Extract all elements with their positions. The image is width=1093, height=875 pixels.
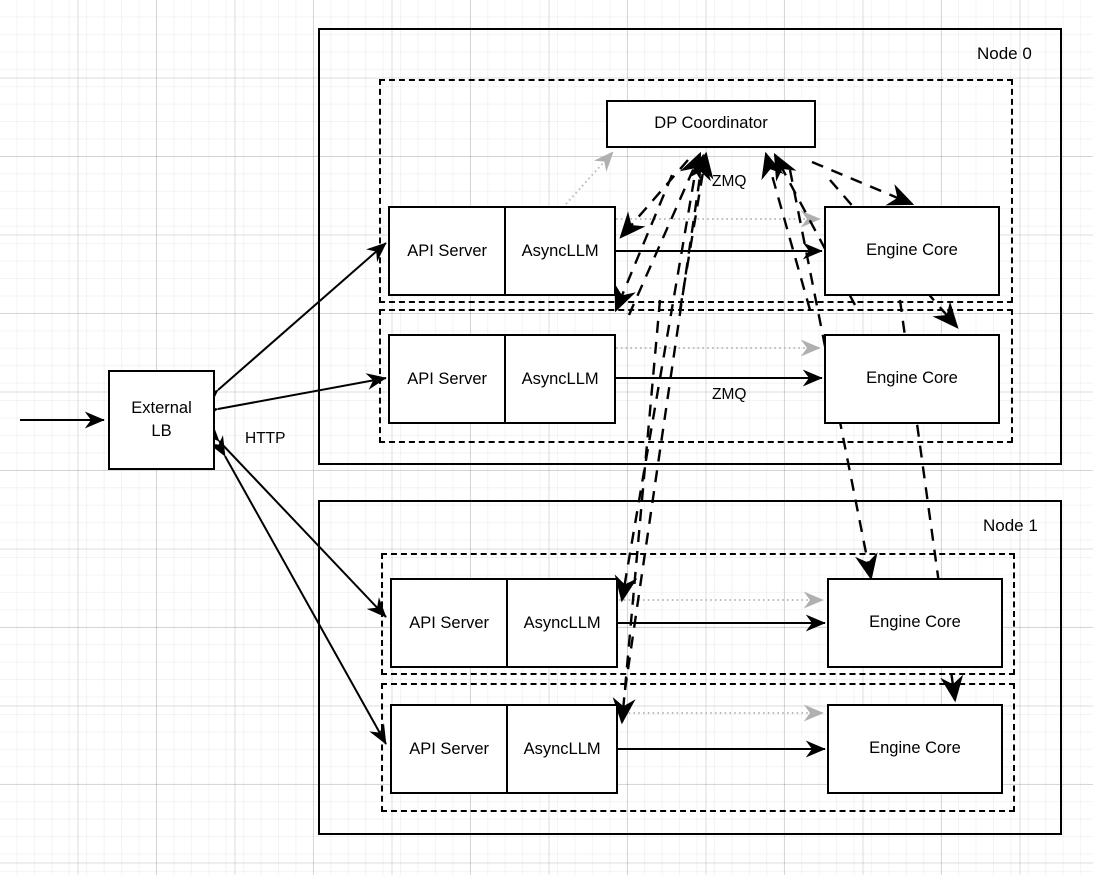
node-1-container [318,500,1062,835]
node-1-label: Node 1 [983,516,1038,535]
node-1-dp-group-1-api-server[interactable]: API Server [409,739,489,758]
dp-coordinator-label: DP Coordinator [654,114,768,133]
node-1-dp-group-1-server-unit[interactable]: API Server AsyncLLM [390,704,618,794]
external-lb-box[interactable]: External LB [108,370,215,470]
node-0-dp-group-1-api-server[interactable]: API Server [407,369,487,388]
node-0-dp-group-1-engine-core[interactable]: Engine Core [824,334,1000,424]
node-1-dp-group-0-server-unit[interactable]: API Server AsyncLLM [390,578,618,668]
http-label: HTTP [245,430,286,447]
node-0-container [318,28,1062,465]
node-0-label: Node 0 [977,44,1032,63]
node-0-dp-group-0 [379,79,1013,303]
node-0-dp-group-0-asyncllm[interactable]: AsyncLLM [504,208,614,294]
node-0-dp-group-1-asyncllm[interactable]: AsyncLLM [504,336,614,422]
engine-core-label: Engine Core [866,369,958,388]
node-1-dp-group-0-api-server[interactable]: API Server [409,613,489,632]
node-0-dp-group-0-server-unit[interactable]: API Server AsyncLLM [388,206,616,296]
node-0-dp-group-1-server-unit[interactable]: API Server AsyncLLM [388,334,616,424]
node-1-dp-group-1-engine-core[interactable]: Engine Core [827,704,1003,794]
dp-coordinator-box[interactable]: DP Coordinator [606,100,816,148]
node-1-dp-group-0-engine-core[interactable]: Engine Core [827,578,1003,668]
engine-core-label: Engine Core [869,613,961,632]
zmq-label-top: ZMQ [712,173,747,190]
external-lb-label: External LB [131,398,192,440]
node-1-dp-group-0 [381,553,1015,675]
engine-core-label: Engine Core [866,241,958,260]
node-1-dp-group-0-asyncllm[interactable]: AsyncLLM [506,580,616,666]
node-0-dp-group-0-engine-core[interactable]: Engine Core [824,206,1000,296]
node-1-dp-group-1-asyncllm[interactable]: AsyncLLM [506,706,616,792]
zmq-label-bottom: ZMQ [712,386,747,403]
node-0-dp-group-1 [379,309,1013,443]
node-1-dp-group-1 [381,683,1015,812]
engine-core-label: Engine Core [869,739,961,758]
node-0-dp-group-0-api-server[interactable]: API Server [407,241,487,260]
